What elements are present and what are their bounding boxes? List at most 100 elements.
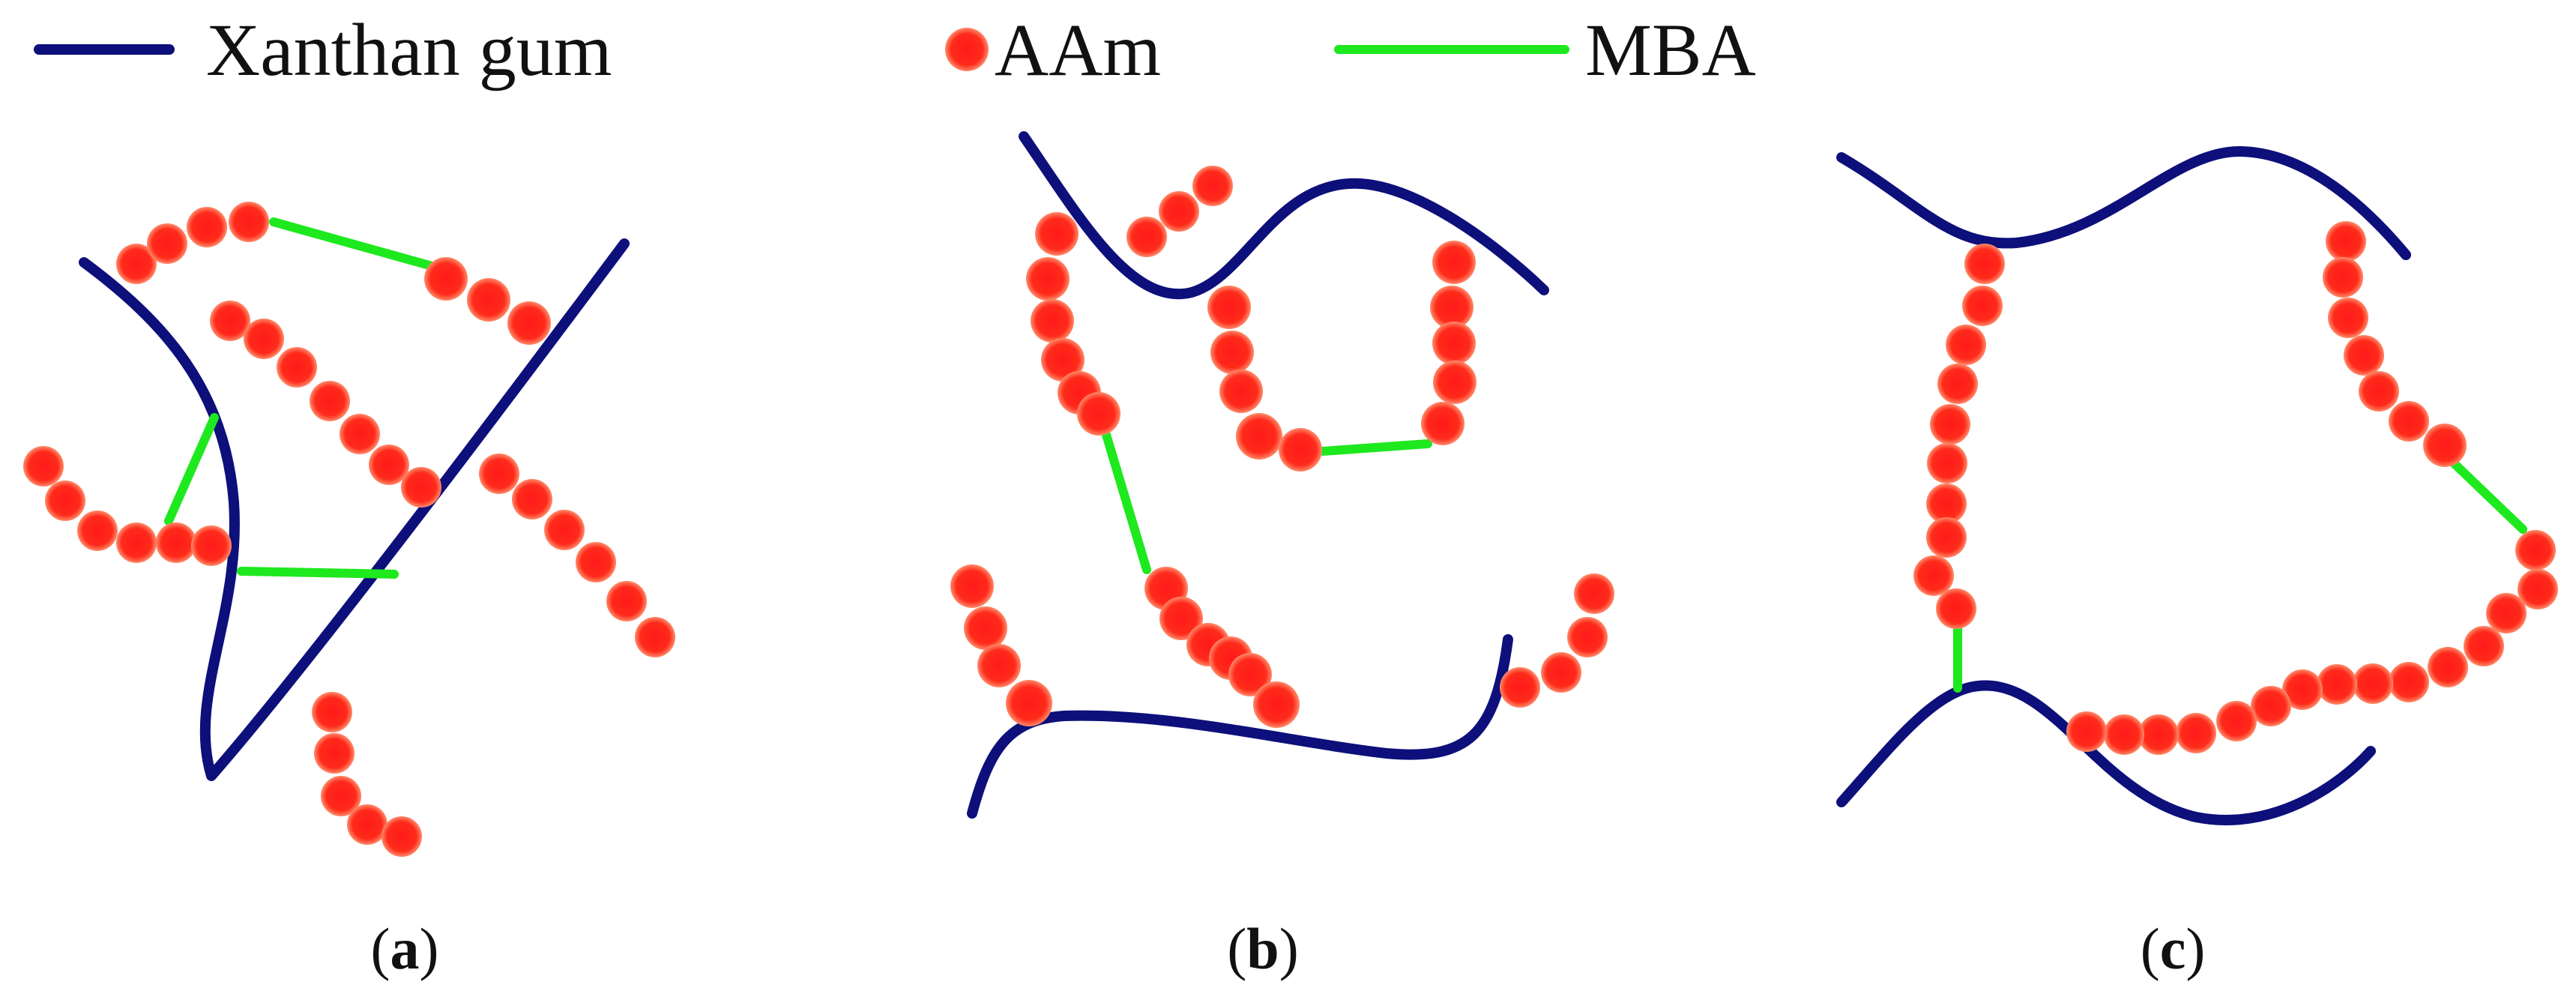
- aam-bead: [2389, 401, 2429, 442]
- legend-aam-marker: [945, 28, 989, 71]
- aam-bead-group: [1913, 244, 2005, 629]
- aam-bead: [2428, 647, 2468, 687]
- aam-bead: [347, 804, 387, 845]
- xanthan-chain: [1019, 131, 1549, 300]
- aam-bead: [2344, 335, 2384, 376]
- aam-bead: [1210, 331, 1254, 374]
- panel-c: (c): [1836, 145, 2558, 981]
- panel-label-b: (b): [1227, 916, 1298, 981]
- aam-bead: [147, 223, 187, 264]
- aam-bead: [2317, 664, 2357, 705]
- aam-bead: [950, 564, 994, 608]
- aam-bead-group: [1126, 166, 1233, 257]
- aam-bead: [1930, 404, 1970, 445]
- aam-bead: [479, 454, 519, 494]
- aam-bead: [1228, 653, 1272, 696]
- aam-bead: [576, 542, 616, 582]
- aam-bead: [1026, 257, 1070, 301]
- aam-bead-group: [2066, 530, 2558, 755]
- aam-bead-group: [23, 446, 232, 566]
- aam-bead: [1041, 338, 1085, 382]
- aam-bead-group: [950, 564, 1052, 726]
- aam-bead: [424, 257, 468, 301]
- aam-bead: [45, 481, 85, 521]
- aam-bead-group: [116, 202, 269, 284]
- aam-bead: [2104, 714, 2144, 755]
- aam-bead: [210, 301, 250, 341]
- aam-bead: [277, 347, 317, 388]
- aam-bead: [312, 692, 352, 732]
- aam-bead: [467, 278, 510, 322]
- aam-bead: [1253, 681, 1300, 728]
- aam-bead: [2464, 626, 2504, 666]
- aam-bead: [507, 301, 551, 345]
- aam-bead: [321, 776, 361, 816]
- mba-crosslink: [269, 217, 439, 271]
- aam-bead: [1031, 299, 1074, 343]
- aam-bead: [977, 644, 1021, 687]
- aam-bead: [1964, 244, 2005, 284]
- aam-bead-group: [424, 257, 551, 345]
- aam-bead: [229, 202, 269, 242]
- aam-bead: [1432, 322, 1476, 365]
- aam-bead: [1574, 573, 1614, 614]
- legend-xanthan-label: Xanthan gum: [206, 8, 612, 91]
- aam-bead: [156, 522, 196, 563]
- mba-crosslink: [1097, 415, 1151, 574]
- aam-bead-group: [210, 301, 441, 507]
- aam-bead: [1159, 597, 1203, 640]
- aam-bead: [2359, 371, 2399, 412]
- aam-bead: [2066, 711, 2107, 752]
- aam-bead-group: [312, 692, 422, 857]
- aam-bead: [635, 617, 675, 657]
- aam-bead: [2251, 686, 2291, 726]
- aam-bead: [1219, 370, 1263, 413]
- mba-crosslink: [1318, 439, 1432, 456]
- aam-bead: [314, 733, 355, 774]
- aam-bead: [1035, 212, 1079, 256]
- aam-bead: [2389, 662, 2429, 702]
- panel-b: (b): [950, 131, 1614, 981]
- aam-bead-group: [1500, 573, 1614, 708]
- panel-label-a: (a): [371, 916, 439, 981]
- aam-bead: [2216, 701, 2257, 741]
- aam-bead: [381, 816, 422, 857]
- aam-bead: [2353, 663, 2393, 704]
- aam-bead: [544, 510, 585, 550]
- aam-bead: [1567, 617, 1608, 657]
- legend: Xanthan gum AAm MBA: [34, 8, 1756, 91]
- aam-bead: [369, 445, 409, 485]
- aam-bead: [1962, 286, 2003, 326]
- aam-bead: [1936, 588, 1976, 629]
- aam-bead-group: [1144, 567, 1300, 728]
- aam-bead: [606, 581, 647, 621]
- aam-bead: [244, 319, 284, 359]
- aam-bead: [1937, 364, 1978, 404]
- aam-bead: [2328, 298, 2368, 338]
- panel-a: (a): [23, 202, 675, 981]
- aam-bead: [2326, 221, 2366, 262]
- aam-bead: [77, 510, 118, 551]
- aam-bead: [2323, 257, 2363, 298]
- aam-bead: [23, 446, 64, 487]
- legend-mba-label: MBA: [1585, 8, 1756, 91]
- aam-bead: [2518, 569, 2558, 609]
- aam-bead-group: [2323, 221, 2467, 467]
- aam-bead: [191, 525, 232, 566]
- aam-bead: [1430, 286, 1473, 329]
- aam-bead: [1946, 325, 1986, 365]
- aam-bead: [1192, 166, 1233, 206]
- aam-bead: [1432, 241, 1476, 284]
- aam-bead-group: [479, 454, 675, 657]
- legend-aam-label: AAm: [995, 8, 1161, 91]
- aam-bead: [340, 414, 380, 454]
- aam-bead: [1913, 555, 1954, 596]
- aam-bead: [1236, 413, 1282, 460]
- aam-bead-group: [1026, 212, 1120, 436]
- aam-bead: [401, 467, 441, 507]
- aam-bead: [116, 244, 157, 284]
- aam-bead: [1541, 652, 1581, 693]
- aam-bead: [1500, 667, 1540, 708]
- aam-bead: [1433, 361, 1476, 404]
